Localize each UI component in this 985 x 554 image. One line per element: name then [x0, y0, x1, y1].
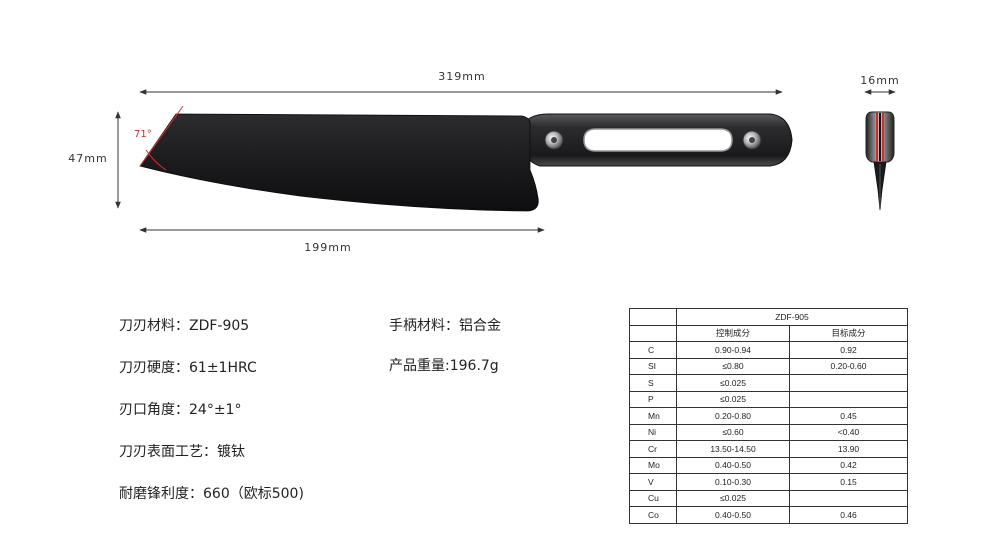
target-cell	[789, 374, 908, 392]
control-cell: ≤0.025	[676, 374, 790, 392]
target-cell	[789, 390, 908, 408]
element-cell: Co	[629, 506, 677, 524]
target-cell: 0.20-0.60	[789, 357, 908, 375]
target-cell: 13.90	[789, 440, 908, 458]
spec-weight: 产品重量:196.7g	[389, 355, 499, 375]
element-cell: Cu	[629, 489, 677, 507]
spec-label: 刀刃硬度：	[119, 360, 189, 376]
element-cell: Mn	[629, 407, 677, 425]
target-cell: 0.15	[789, 473, 908, 491]
control-cell: ≤0.80	[676, 357, 790, 375]
spec-blade-hardness: 刀刃硬度：61±1HRC	[119, 357, 257, 377]
element-cell: P	[629, 390, 677, 408]
target-cell: 0.45	[789, 407, 908, 425]
target-cell: 0.46	[789, 506, 908, 524]
element-cell: C	[629, 341, 677, 359]
table-header-cell: 控制成分	[676, 324, 790, 342]
spec-value: 61±1HRC	[189, 360, 257, 376]
table-row: Ni≤0.60<0.40	[629, 423, 908, 441]
spec-edge-angle: 刃口角度：24°±1°	[119, 399, 241, 419]
handle-slot	[583, 128, 733, 152]
spec-value: 660（欧标500)	[203, 486, 304, 502]
target-cell	[789, 489, 908, 507]
control-cell: 0.40-0.50	[676, 506, 790, 524]
knife-drawing: 319mm 16mm 47mm 199mm 71°	[68, 70, 899, 254]
blade-height-label: 47mm	[68, 152, 107, 165]
spec-label: 产品重量:	[389, 358, 450, 374]
control-cell: 0.90-0.94	[676, 341, 790, 359]
target-cell: <0.40	[789, 423, 908, 441]
spec-label: 刃口角度：	[119, 402, 189, 418]
spec-value: 镀钛	[217, 444, 245, 460]
table-row: S≤0.025	[629, 374, 908, 392]
table-row: P≤0.025	[629, 390, 908, 408]
target-cell: 0.42	[789, 456, 908, 474]
spec-value: ZDF-905	[189, 318, 250, 334]
spec-label: 刀刃表面工艺：	[119, 444, 217, 460]
table-title: ZDF-905	[676, 308, 908, 326]
knife-blade	[139, 113, 539, 212]
table-row: Cu≤0.025	[629, 489, 908, 507]
blade-length-label: 199mm	[304, 241, 351, 254]
spec-surface-process: 刀刃表面工艺：镀钛	[119, 441, 245, 461]
spec-value: 24°±1°	[189, 402, 242, 418]
thickness-label: 16mm	[860, 74, 899, 87]
control-cell: 0.20-0.80	[676, 407, 790, 425]
element-cell: V	[629, 473, 677, 491]
table-title-row: ZDF-905	[629, 308, 908, 326]
spec-label: 刀刃材料：	[119, 318, 189, 334]
control-cell: ≤0.025	[676, 489, 790, 507]
spec-label: 手柄材料：	[389, 318, 459, 334]
spec-value: 196.7g	[449, 358, 499, 374]
control-cell: ≤0.60	[676, 423, 790, 441]
tip-angle-label: 71°	[134, 129, 152, 140]
control-cell: 13.50-14.50	[676, 440, 790, 458]
spec-sharpness: 耐磨锋利度：660（欧标500)	[119, 483, 304, 503]
knife-side-view	[865, 111, 895, 211]
element-cell: Mo	[629, 456, 677, 474]
tip-angle-line	[139, 105, 184, 167]
spec-blade-material: 刀刃材料：ZDF-905	[119, 315, 249, 335]
control-cell: 0.40-0.50	[676, 456, 790, 474]
control-cell: 0.10-0.30	[676, 473, 790, 491]
target-cell: 0.92	[789, 341, 908, 359]
element-cell: SI	[629, 357, 677, 375]
tip-angle-arc	[145, 149, 167, 171]
spec-value: 铝合金	[459, 318, 501, 334]
table-header-cell: 目标成分	[789, 324, 908, 342]
total-length-label: 319mm	[438, 70, 485, 83]
control-cell: ≤0.025	[676, 390, 790, 408]
element-cell: Ni	[629, 423, 677, 441]
spec-handle-material: 手柄材料：铝合金	[389, 315, 501, 335]
table-header-row: 控制成分 目标成分	[629, 324, 908, 342]
element-cell: Cr	[629, 440, 677, 458]
element-cell: S	[629, 374, 677, 392]
spec-label: 耐磨锋利度：	[119, 486, 203, 502]
table-corner-cell	[629, 308, 677, 326]
table-header-cell	[629, 324, 677, 342]
